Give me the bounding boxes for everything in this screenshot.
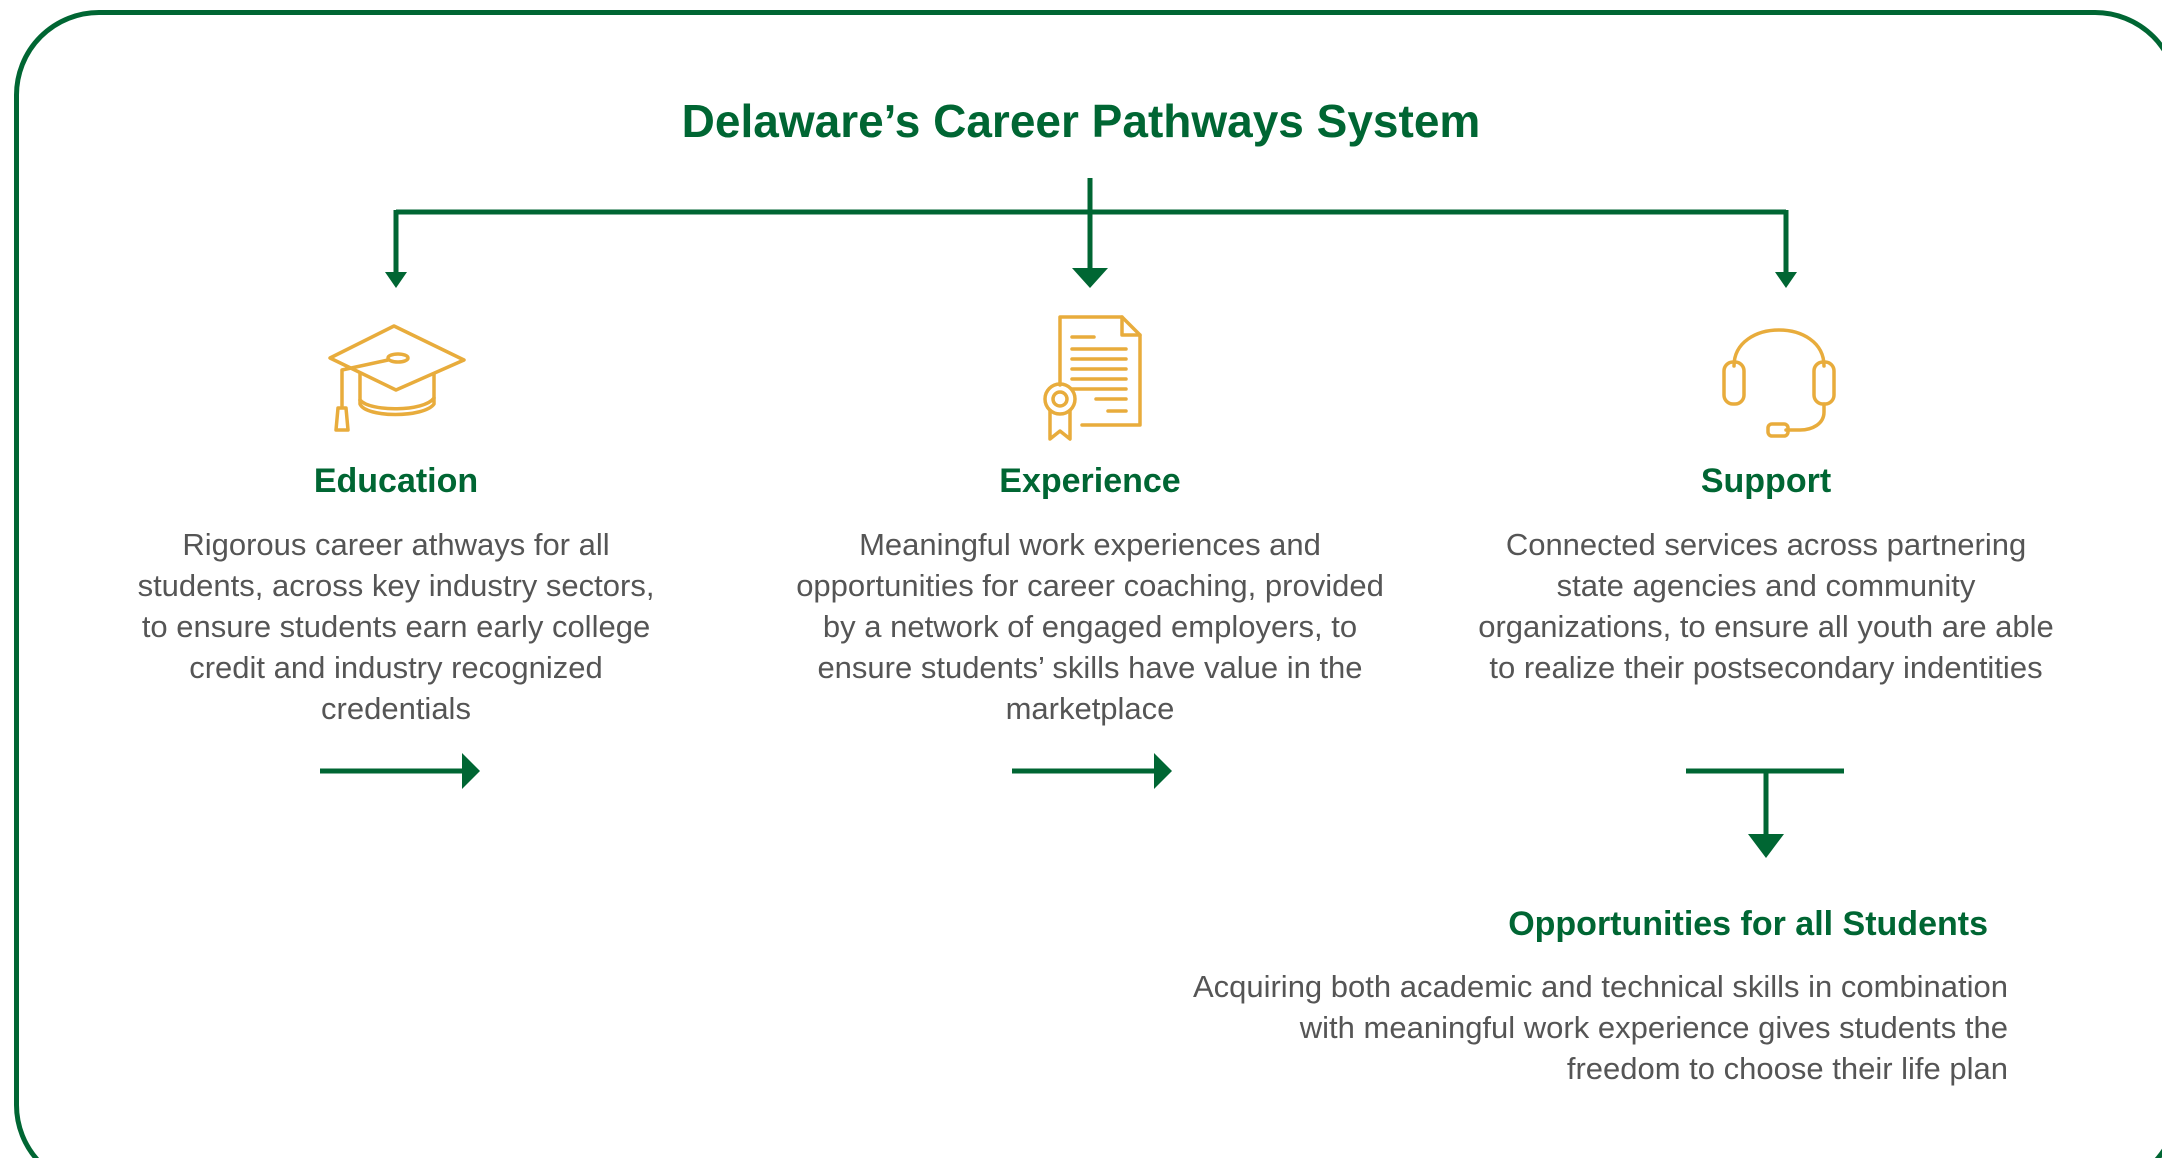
graduation-cap-icon [328,324,466,432]
arrowhead-experience [1072,268,1108,288]
support-heading: Support [1700,462,1832,500]
education-heading: Education [313,462,479,500]
diagram-title: Delaware’s Career Pathways System [681,95,1481,147]
experience-description: Meaningful work experiences and opportun… [796,527,1384,726]
support-description: Connected services across partnering sta… [1478,527,2054,685]
outcome-heading: Opportunities for all Students [1508,905,1988,943]
arrowhead-outcome [1748,834,1784,858]
diagram-frame [14,10,2162,1158]
arrowhead-support [1775,272,1797,288]
outcome-description: Acquiring both academic and technical sk… [1192,969,2008,1086]
headset-icon [1722,328,1836,438]
arrowhead-education [385,272,407,288]
certificate-document-icon [1043,315,1142,441]
arrowhead-flow-1 [462,753,480,789]
education-description: Rigorous career athways for all students… [137,527,655,726]
arrowhead-flow-2 [1154,753,1172,789]
experience-heading: Experience [999,462,1181,500]
